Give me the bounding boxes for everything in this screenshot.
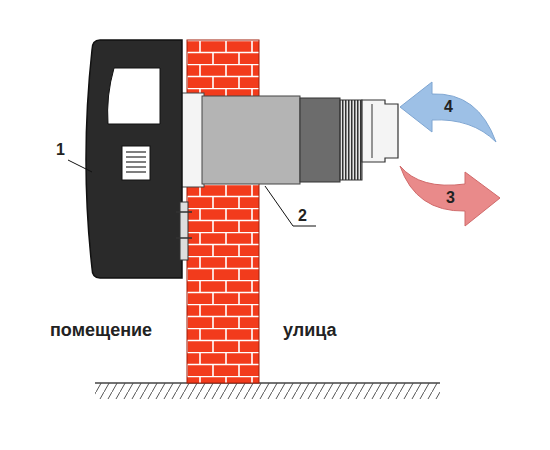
leader-underline — [293, 226, 316, 227]
ground-hatch — [95, 383, 440, 399]
brick-wall — [187, 40, 259, 383]
exhaust-arrow — [400, 166, 500, 226]
duct-housing — [300, 98, 340, 182]
bracket-screws — [176, 212, 192, 238]
indoor-unit — [86, 40, 182, 278]
plate-lines — [126, 152, 146, 172]
intake-arrow — [400, 82, 496, 142]
ground-line — [95, 382, 440, 384]
outlet-cap — [362, 100, 398, 162]
leader-line — [265, 186, 293, 226]
cap-edge — [372, 104, 373, 158]
callout-number: 3 — [446, 190, 455, 206]
unit-window — [108, 68, 160, 124]
room-label: помещение — [50, 321, 152, 339]
mount-bracket — [180, 202, 188, 260]
air-duct — [202, 96, 300, 184]
callout-number: 4 — [444, 99, 453, 115]
leader-line — [68, 160, 92, 172]
callout-number: 1 — [56, 142, 65, 158]
street-label: улица — [283, 321, 337, 339]
rating-plate — [122, 146, 150, 180]
callout-number: 2 — [298, 208, 307, 224]
outlet-grille — [340, 100, 362, 180]
